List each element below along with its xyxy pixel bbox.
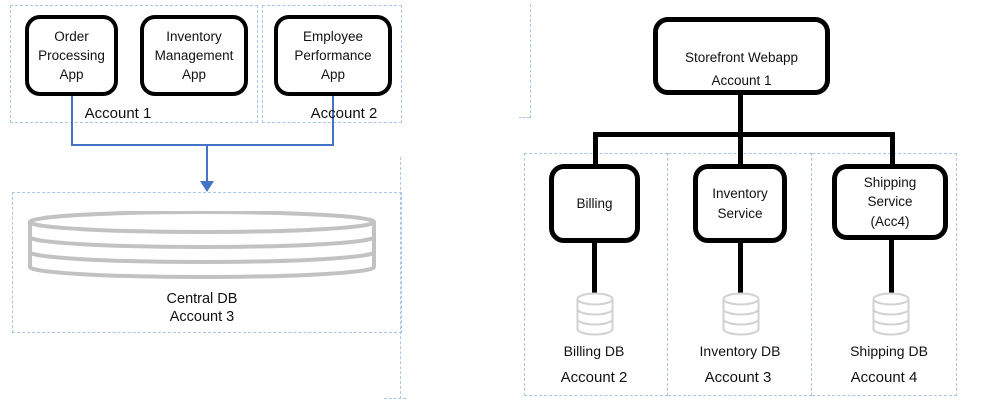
connector-to-billing xyxy=(593,132,598,165)
storefront-account-label: Account 1 xyxy=(711,73,772,88)
billing-service-node: Billing xyxy=(549,164,640,243)
order-processing-app-label: Order Processing App xyxy=(38,28,105,83)
shipping-db-label: Shipping DB xyxy=(850,343,928,359)
shipping-service-label: Shipping Service (Acc4) xyxy=(863,175,917,229)
connector-to-shipping xyxy=(890,132,895,164)
account2-label: Account 2 xyxy=(310,105,378,122)
employee-performance-app-node: Employee Performance App xyxy=(274,15,392,96)
connector-to-inventory xyxy=(738,132,743,165)
storefront-webapp-node: Storefront Webapp Account 1 xyxy=(653,17,830,95)
central-db-caption: Central DB Account 3 xyxy=(102,290,302,326)
account3-boundary xyxy=(12,192,402,333)
order-processing-app-node: Order Processing App xyxy=(25,15,118,96)
billing-service-label: Billing xyxy=(576,195,613,211)
left-outer-boundary-bottom xyxy=(384,398,406,399)
account1-boundary xyxy=(10,5,258,123)
inventory-management-app-label: Inventory Management App xyxy=(154,28,234,83)
central-database-cylinder-icon xyxy=(25,210,379,281)
storefront-account-boundary-edge xyxy=(530,4,531,118)
shipping-db-account-label: Account 4 xyxy=(850,369,918,386)
billing-db-label: Billing DB xyxy=(563,343,625,359)
connector-storefront-drop xyxy=(738,95,743,132)
inventory-service-node: Inventory Service xyxy=(693,164,787,243)
connector-merge-bar xyxy=(71,144,334,146)
connector-inventory-to-db xyxy=(738,242,743,295)
employee-performance-app-label: Employee Performance App xyxy=(294,28,372,83)
shipping-account-boundary xyxy=(812,153,957,396)
inventory-service-label: Inventory Service xyxy=(712,186,768,221)
central-db-name: Central DB xyxy=(166,291,238,307)
inventory-management-app-node: Inventory Management App xyxy=(140,15,248,96)
shipping-database-icon xyxy=(871,292,911,337)
down-arrow-icon xyxy=(200,181,214,192)
inventory-database-icon xyxy=(721,292,761,337)
inventory-db-account-label: Account 3 xyxy=(704,369,772,386)
connector-shipping-to-db xyxy=(889,239,894,295)
billing-database-icon xyxy=(575,292,615,337)
central-db-account: Account 3 xyxy=(169,309,235,325)
inventory-db-label: Inventory DB xyxy=(699,343,781,359)
billing-db-account-label: Account 2 xyxy=(560,369,628,386)
connector-employee-to-db xyxy=(332,96,334,145)
connector-order-to-db xyxy=(71,96,73,145)
storefront-account-boundary-bottom xyxy=(519,117,530,118)
connector-horizontal-bar xyxy=(593,132,895,137)
connector-drop-to-db xyxy=(206,145,208,182)
left-outer-boundary-edge xyxy=(400,157,401,399)
shipping-service-node: Shipping Service (Acc4) xyxy=(832,164,948,240)
storefront-webapp-label: Storefront Webapp xyxy=(684,49,799,65)
connector-billing-to-db xyxy=(592,242,597,295)
account1-label: Account 1 xyxy=(84,105,152,122)
